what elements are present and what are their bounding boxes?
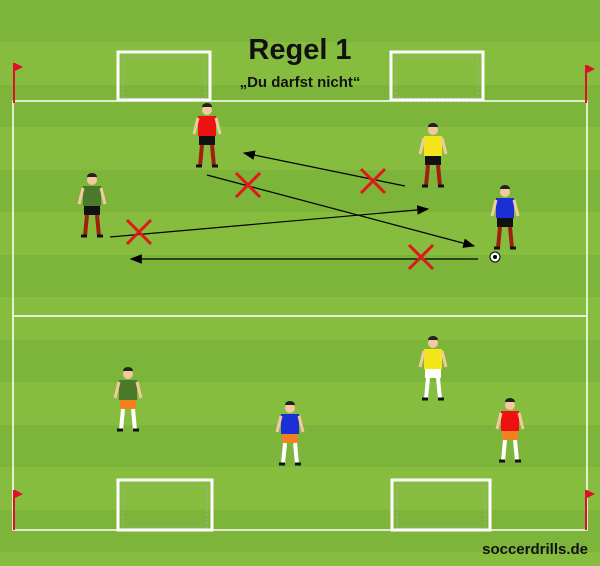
- goal-bottom-right: [390, 478, 492, 532]
- pass-arrows: [109, 150, 478, 264]
- player: [275, 401, 305, 466]
- drill-subtitle: „Du darfst nicht“: [239, 74, 361, 91]
- drill-title: Regel 1: [248, 34, 352, 66]
- player: [490, 185, 520, 250]
- player: [495, 398, 525, 463]
- field-lines: [12, 100, 588, 531]
- player: [192, 103, 222, 168]
- goal-bottom-left: [116, 478, 214, 532]
- player: [418, 123, 448, 188]
- player: [113, 367, 143, 432]
- cross-marks: [125, 167, 435, 271]
- corner-flags: [13, 63, 595, 530]
- player: [418, 336, 448, 401]
- goal-top-right: [389, 50, 485, 102]
- goal-top-left: [116, 50, 212, 102]
- brand-watermark: soccerdrills.de: [482, 541, 588, 558]
- player: [77, 173, 107, 238]
- ball: [489, 251, 501, 263]
